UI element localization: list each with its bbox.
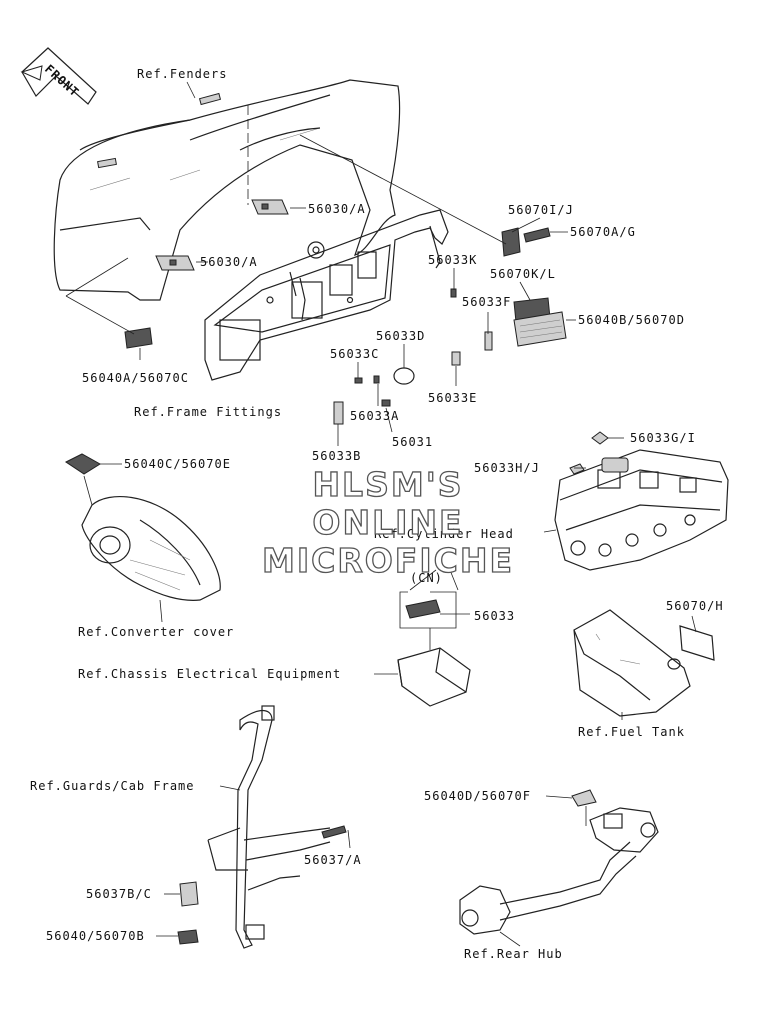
decal-56037bc (179, 881, 199, 907)
front-arrow-icon: FRONT (20, 47, 97, 105)
label-ref-chassis-electrical: Ref.Chassis Electrical Equipment (78, 667, 341, 681)
label-ref-fuel-tank: Ref.Fuel Tank (578, 725, 685, 739)
decal-56070ag (523, 227, 551, 243)
decal-56033f (484, 331, 493, 351)
watermark-line-2: ONLINE (312, 503, 463, 542)
label-56033hj: 56033H/J (474, 461, 540, 475)
decal-56030a-upper (251, 199, 289, 215)
cab-frame-drawing (177, 705, 347, 949)
decal-56033hj (569, 463, 585, 475)
label-56031: 56031 (392, 435, 433, 449)
label-cn: (CN) (410, 571, 443, 585)
label-56033a: 56033A (350, 409, 399, 423)
decal-56033gi (591, 431, 609, 445)
label-ref-rear-hub: Ref.Rear Hub (464, 947, 563, 961)
decal-56033k (450, 288, 457, 298)
rear-hub-drawing (459, 789, 659, 935)
frame-fittings-drawing (204, 209, 449, 381)
watermark-line-1: HLSM'S (312, 465, 463, 504)
decal-56040b-56070d (513, 311, 567, 347)
chassis-electrical-drawing (397, 599, 471, 707)
label-56040a-56070c: 56040A/56070C (82, 371, 189, 385)
label-56033c: 56033C (330, 347, 379, 361)
label-56040-56070b: 56040/56070B (46, 929, 145, 943)
watermark-line-3: MICROFICHE (262, 541, 514, 580)
label-56040d-56070f: 56040D/56070F (424, 789, 531, 803)
label-56070ag: 56070A/G (570, 225, 636, 239)
decal-56040c-56070e (65, 453, 101, 475)
label-ref-fenders: Ref.Fenders (137, 67, 227, 81)
label-56033gi: 56033G/I (630, 431, 696, 445)
label-56033d: 56033D (376, 329, 425, 343)
decal-56033b (333, 401, 344, 425)
converter-cover-drawing (65, 453, 221, 601)
decal-56033d (393, 367, 415, 385)
fuel-tank-drawing (573, 609, 715, 717)
label-56030a-lower: 56030/A (200, 255, 258, 269)
decal-56040d-56070f (571, 789, 597, 807)
decal-56040-56070b (177, 929, 199, 945)
label-56037a: 56037/A (304, 853, 362, 867)
decal-56031 (381, 399, 391, 407)
label-56030a-upper: 56030/A (308, 202, 366, 216)
label-56037bc: 56037B/C (86, 887, 152, 901)
label-ref-cylinder-head: Ref.Cylinder Head (374, 527, 514, 541)
label-ref-guards-cab-frame: Ref.Guards/Cab Frame (30, 779, 195, 793)
label-ref-frame-fittings: Ref.Frame Fittings (134, 405, 282, 419)
cylinder-head-drawing (554, 431, 729, 571)
label-56033f: 56033F (462, 295, 511, 309)
decal-56070ij (501, 227, 521, 257)
label-56040b-56070d: 56040B/56070D (578, 313, 685, 327)
label-56033b: 56033B (312, 449, 361, 463)
label-56033: 56033 (474, 609, 515, 623)
decal-56033e (451, 351, 461, 366)
decal-56033c (354, 377, 363, 384)
label-56070h: 56070/H (666, 599, 724, 613)
fender-drawing (53, 79, 401, 301)
decal-56033a (373, 375, 380, 384)
label-56070kl: 56070K/L (490, 267, 556, 281)
label-ref-converter-cover: Ref.Converter cover (78, 625, 234, 639)
decal-56070h (679, 625, 715, 661)
label-56033k: 56033K (428, 253, 477, 267)
decal-56037a (321, 825, 347, 839)
decal-56033 (405, 599, 441, 619)
label-56070ij: 56070I/J (508, 203, 574, 217)
label-56040c-56070e: 56040C/56070E (124, 457, 231, 471)
label-56033e: 56033E (428, 391, 477, 405)
leader-lines (65, 81, 697, 947)
decal-56030a-lower (155, 255, 195, 271)
